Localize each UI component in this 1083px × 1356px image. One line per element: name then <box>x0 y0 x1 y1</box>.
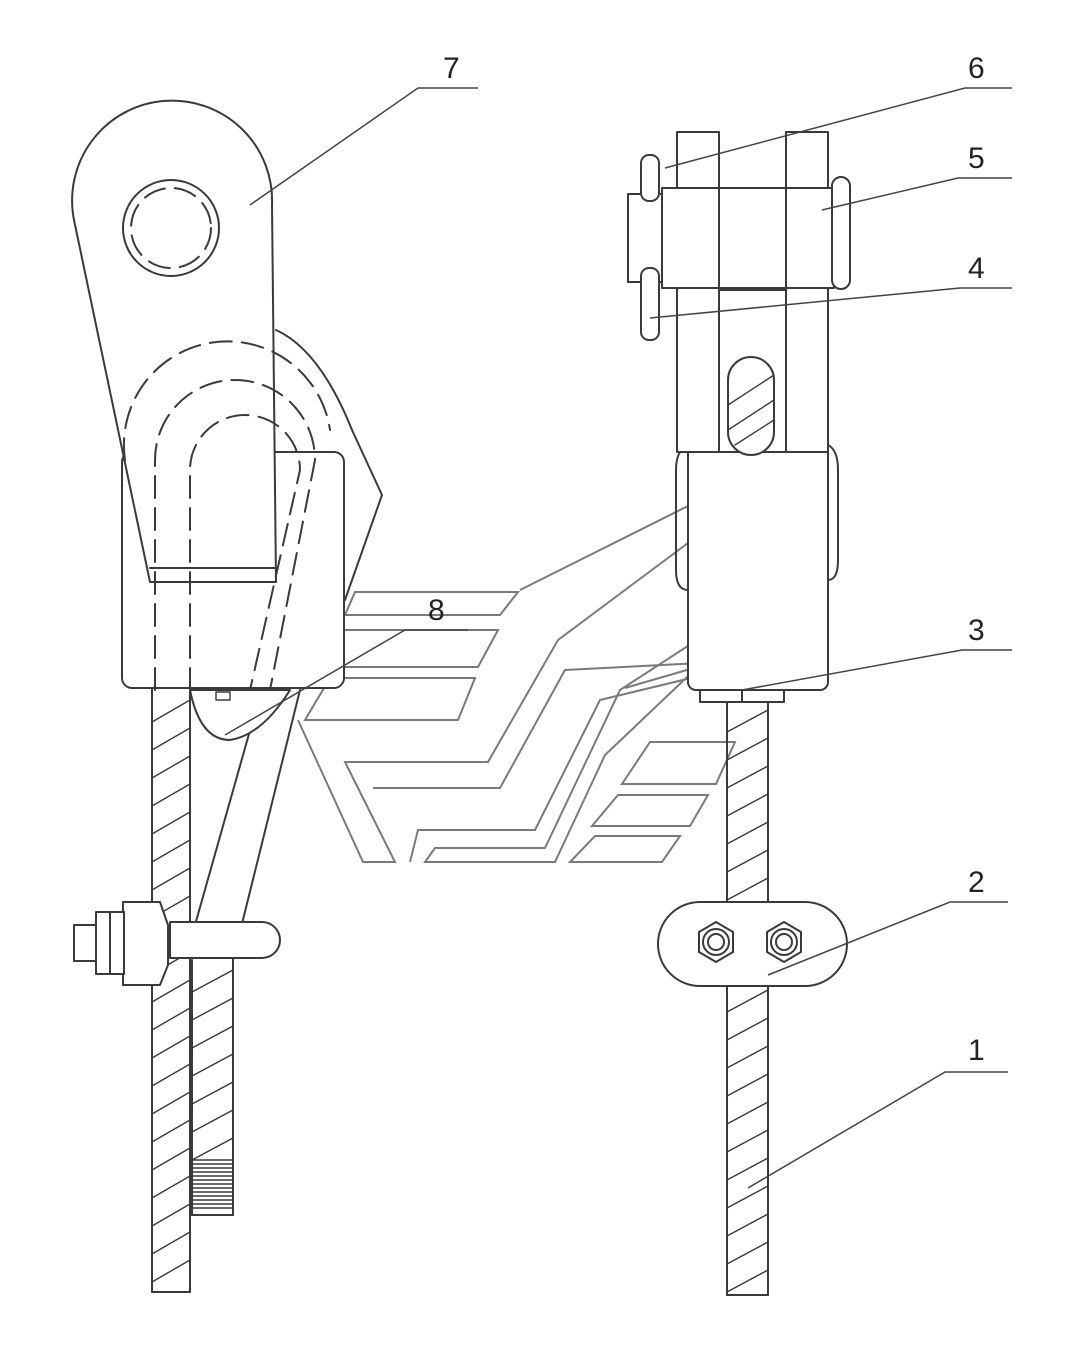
thimble-ring <box>699 689 785 703</box>
cotter-pin-top <box>640 154 660 202</box>
rope-strand <box>726 1101 769 1125</box>
rope-strand <box>151 1091 191 1115</box>
wedge-hidden-outline <box>122 329 383 691</box>
rope-strand <box>726 1241 769 1265</box>
socket-body-right <box>687 439 829 691</box>
rope-strand <box>726 709 769 733</box>
rope-strand <box>191 969 234 993</box>
wedge-tip <box>189 689 291 741</box>
eye-hole <box>122 179 220 277</box>
callout-5: 5 <box>968 142 985 175</box>
clevis-fork-right <box>785 131 829 453</box>
rope-strand <box>151 839 191 863</box>
rope-strand <box>151 699 191 723</box>
rope-strand <box>726 1213 769 1237</box>
rope-strand <box>151 727 191 751</box>
rope-strand <box>726 989 769 1013</box>
left-termination <box>71 99 383 1293</box>
rope-strand <box>726 877 769 901</box>
callout-7: 7 <box>443 52 460 85</box>
rope-strand <box>726 1073 769 1097</box>
callout-4: 4 <box>968 252 985 285</box>
rope-strand <box>151 979 191 1003</box>
rope-strand <box>151 1203 191 1227</box>
clevis-pin <box>661 187 835 289</box>
rope-clip <box>73 901 281 986</box>
rope-slot <box>727 356 775 456</box>
callout-3: 3 <box>968 614 985 647</box>
callout-8: 8 <box>428 594 445 627</box>
callout-6: 6 <box>968 52 985 85</box>
eye-plate <box>71 99 277 583</box>
rope-strand <box>151 1119 191 1143</box>
rope-strand <box>726 1129 769 1153</box>
rope-strand <box>151 755 191 779</box>
rope-strand <box>726 1269 769 1293</box>
rope <box>151 687 191 1293</box>
callout-1: 1 <box>968 1034 985 1067</box>
rope-strand <box>726 737 769 761</box>
rope-strand <box>151 1007 191 1031</box>
rope-strand <box>726 849 769 873</box>
rope-strand <box>191 1109 234 1133</box>
callout-2: 2 <box>968 866 985 899</box>
rope-strand <box>151 1035 191 1059</box>
rope-strand <box>726 821 769 845</box>
rope-right <box>726 699 769 1296</box>
rope-strand <box>726 793 769 817</box>
rope-strand <box>191 997 234 1021</box>
rope-strand <box>726 1185 769 1209</box>
rope-strand <box>151 783 191 807</box>
rope-strand <box>191 1053 234 1077</box>
rope-strand <box>151 1231 191 1255</box>
cotter-pin-bottom <box>640 267 660 341</box>
rope-strand <box>151 1175 191 1199</box>
rope-strand <box>726 765 769 789</box>
rope-strand <box>191 1025 234 1049</box>
rope-strand <box>151 1063 191 1087</box>
rope-strand <box>726 1045 769 1069</box>
rope-strand <box>726 1017 769 1041</box>
rope-strand <box>151 1259 191 1283</box>
rope-strand <box>191 1081 234 1105</box>
rope-strand <box>151 867 191 891</box>
callouts: 7 6 5 4 3 2 1 8 <box>224 52 1012 1189</box>
right-termination <box>627 131 851 1296</box>
rope-strand <box>726 1157 769 1181</box>
clevis-fork-left <box>676 131 720 453</box>
rope-strand <box>191 1137 234 1161</box>
rope-grip <box>657 901 848 987</box>
rope-strand <box>151 1147 191 1171</box>
rope-strand <box>151 811 191 835</box>
